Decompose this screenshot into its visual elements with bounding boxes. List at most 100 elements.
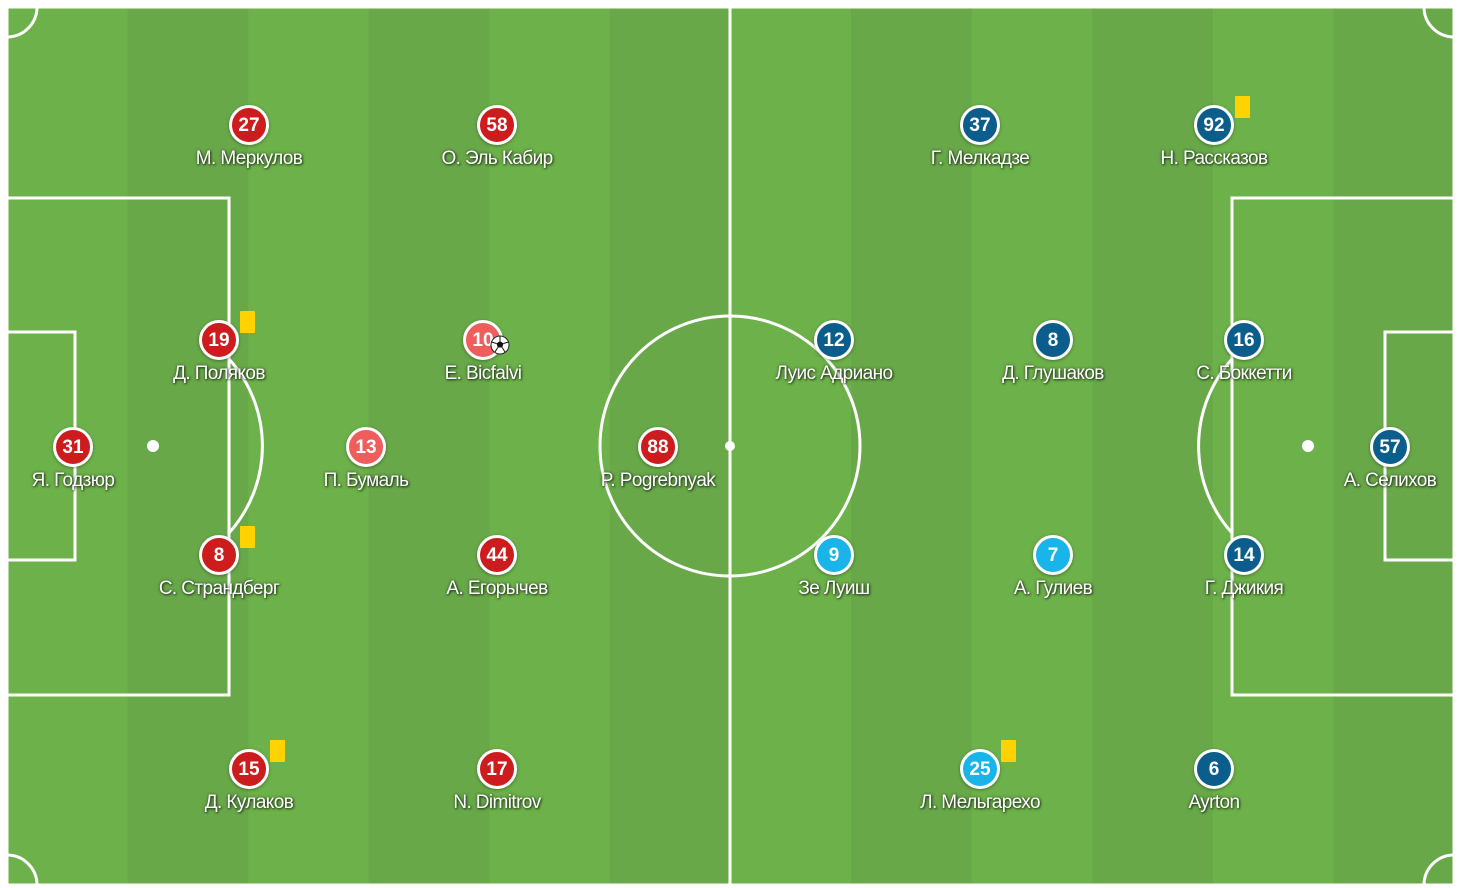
player-number-badge: 7 — [1033, 535, 1073, 575]
player-number-badge: 58 — [477, 105, 517, 145]
corner-arc-top-right — [1422, 6, 1455, 39]
away-player-7[interactable]: 7 А. Гулиев — [943, 531, 1163, 611]
home-player-19[interactable]: 19 Д. Поляков — [109, 311, 329, 396]
home-player-17[interactable]: 17 N. Dimitrov — [387, 745, 607, 825]
home-player-27[interactable]: 27 М. Меркулов — [139, 101, 359, 181]
player-name: Зе Луиш — [798, 578, 870, 599]
player-number-badge: 8 — [1033, 320, 1073, 360]
player-name: П. Бумаль — [323, 470, 409, 491]
player-number: 92 — [1203, 115, 1225, 136]
player-name: Г. Мелкадзе — [930, 148, 1030, 169]
pitch-stripe — [489, 7, 611, 885]
player-number-badge: 27 — [229, 105, 269, 145]
player-number-badge: 17 — [477, 749, 517, 789]
right-penalty-spot — [1302, 440, 1314, 452]
player-number: 6 — [1208, 759, 1220, 780]
player-number: 8 — [213, 545, 225, 566]
player-number: 7 — [1047, 545, 1059, 566]
home-player-88[interactable]: 88 P. Pogrebnyak — [548, 423, 768, 503]
center-circle — [598, 314, 862, 578]
yellow-card-icon — [270, 740, 285, 762]
player-number-badge: 8 — [199, 526, 255, 575]
left-penalty-spot — [147, 440, 159, 452]
player-number-badge: 57 — [1370, 427, 1410, 467]
player-number: 17 — [486, 759, 508, 780]
player-number-badge: 92 — [1194, 96, 1250, 145]
pitch-stripes — [7, 7, 1455, 885]
player-number: 31 — [62, 437, 84, 458]
player-name: Н. Рассказов — [1160, 148, 1269, 169]
away-player-25[interactable]: 25 Л. Мельгарехо — [870, 740, 1090, 825]
player-name: N. Dimitrov — [453, 792, 541, 813]
ball-icon — [490, 335, 510, 355]
player-number: 12 — [823, 330, 845, 351]
player-name: М. Меркулов — [195, 148, 303, 169]
player-name: E. Bicfalvi — [444, 363, 522, 384]
player-number-badge: 19 — [199, 311, 255, 360]
player-name: P. Pogrebnyak — [600, 470, 716, 491]
player-name: Г. Джикия — [1204, 578, 1284, 599]
player-number: 8 — [1047, 330, 1059, 351]
yellow-card-icon — [1001, 740, 1016, 762]
home-player-44[interactable]: 44 А. Егорычев — [387, 531, 607, 611]
player-number: 9 — [828, 545, 840, 566]
player-name: С. Боккетти — [1196, 363, 1292, 384]
player-number-badge: 44 — [477, 535, 517, 575]
away-player-14[interactable]: 14 Г. Джикия — [1134, 531, 1354, 611]
away-player-16[interactable]: 16 С. Боккетти — [1134, 316, 1354, 396]
yellow-card-icon — [1235, 96, 1250, 118]
home-player-13[interactable]: 13 П. Бумаль — [256, 423, 476, 503]
away-player-92[interactable]: 92 Н. Рассказов — [1104, 96, 1324, 181]
player-number: 13 — [355, 437, 377, 458]
player-number-badge: 15 — [229, 740, 285, 789]
home-player-10[interactable]: 10 E. Bicfalvi — [373, 316, 593, 396]
player-number-badge: 37 — [960, 105, 1000, 145]
center-spot — [725, 441, 735, 451]
player-number: 16 — [1233, 330, 1255, 351]
player-name: Л. Мельгарехо — [920, 792, 1040, 813]
home-player-31[interactable]: 31 Я. Годзюр — [0, 423, 183, 503]
left-penalty-arc — [227, 357, 264, 535]
away-player-37[interactable]: 37 Г. Мелкадзе — [870, 101, 1090, 181]
player-name: Я. Годзюр — [31, 470, 115, 491]
corner-arc-top-left — [6, 6, 39, 39]
player-number: 25 — [969, 759, 991, 780]
player-number-badge: 25 — [960, 740, 1016, 789]
player-number-badge: 13 — [346, 427, 386, 467]
player-name: О. Эль Кабир — [441, 148, 553, 169]
player-name: А. Егорычев — [446, 578, 548, 599]
player-number-badge: 6 — [1194, 749, 1234, 789]
yellow-card-icon — [240, 526, 255, 548]
player-name: Д. Глушаков — [1002, 363, 1104, 384]
player-number-badge: 88 — [638, 427, 678, 467]
player-number-badge: 12 — [814, 320, 854, 360]
player-number-badge: 10 — [463, 320, 510, 360]
away-player-9[interactable]: 9 Зе Луиш — [724, 531, 944, 611]
player-number: 27 — [238, 115, 260, 136]
home-player-15[interactable]: 15 Д. Кулаков — [139, 740, 359, 825]
player-number: 37 — [969, 115, 991, 136]
home-player-58[interactable]: 58 О. Эль Кабир — [387, 101, 607, 181]
corner-arc-bottom-right — [1422, 853, 1455, 886]
player-name: Д. Поляков — [173, 363, 265, 384]
away-player-8[interactable]: 8 Д. Глушаков — [943, 316, 1163, 396]
player-number: 10 — [472, 330, 494, 351]
player-name: Д. Кулаков — [204, 792, 294, 813]
player-number: 19 — [208, 330, 230, 351]
player-number: 14 — [1233, 545, 1255, 566]
player-name: Ayrton — [1188, 792, 1241, 813]
pitch-stripe — [971, 7, 1093, 885]
player-name: Луис Адриано — [775, 363, 894, 384]
pitch-stripe — [851, 7, 973, 885]
player-name: А. Гулиев — [1013, 578, 1093, 599]
right-penalty-arc — [1197, 357, 1234, 535]
player-number-badge: 9 — [814, 535, 854, 575]
pitch-stripe — [368, 7, 490, 885]
pitch-stripe — [1092, 7, 1214, 885]
player-number: 58 — [486, 115, 508, 136]
